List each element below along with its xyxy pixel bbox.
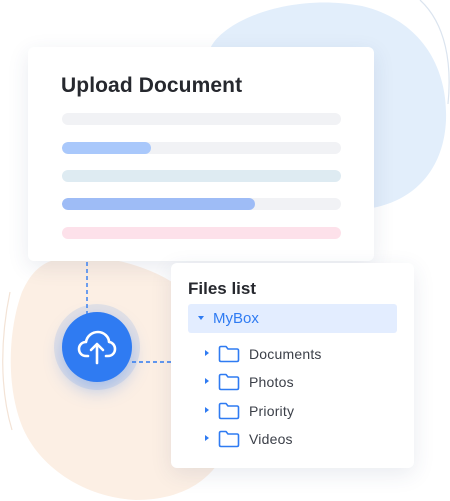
folder-label: Videos — [249, 431, 293, 447]
files-list-title: Files list — [188, 279, 257, 298]
files-list-card: Files list MyBox Documents Photos Priori — [171, 263, 414, 468]
caret-right-icon — [205, 435, 209, 441]
cloud-upload-icon — [77, 330, 117, 365]
tree-item-priority[interactable]: Priority — [203, 400, 393, 422]
bar-fill — [62, 142, 152, 154]
caret-right-icon — [205, 350, 209, 356]
progress-bar-1 — [62, 142, 341, 154]
tree-item-documents[interactable]: Documents — [203, 343, 393, 365]
upload-card-title: Upload Document — [61, 74, 243, 97]
placeholder-bar-2 — [62, 170, 341, 182]
folder-icon — [218, 373, 240, 391]
caret-right-icon — [205, 378, 209, 384]
caret-down-icon — [198, 316, 204, 320]
upload-document-card: Upload Document — [28, 47, 374, 261]
folder-label: Documents — [249, 346, 322, 362]
placeholder-bar-3 — [62, 227, 341, 239]
placeholder-bar-1 — [62, 113, 341, 125]
progress-bar-2 — [62, 198, 341, 210]
folder-icon — [218, 430, 240, 448]
caret-right-icon — [205, 407, 209, 413]
cloud-upload-button[interactable] — [62, 312, 132, 382]
peach-blob-outline — [2, 291, 13, 431]
tree-item-videos[interactable]: Videos — [203, 428, 393, 450]
folder-icon — [218, 402, 240, 420]
folder-label: Photos — [249, 374, 294, 390]
folder-label: Priority — [249, 403, 295, 419]
blue-blob-outline — [419, 0, 450, 105]
tree-item-photos[interactable]: Photos — [203, 371, 393, 393]
folder-icon — [218, 345, 240, 363]
bar-fill — [62, 198, 255, 210]
tree-root-label: MyBox — [213, 310, 259, 327]
tree-root-mybox[interactable]: MyBox — [188, 304, 397, 333]
